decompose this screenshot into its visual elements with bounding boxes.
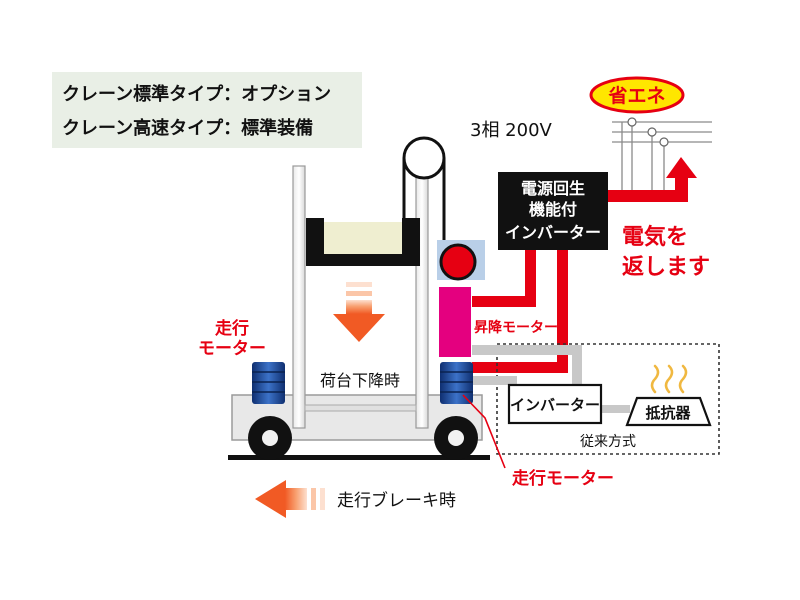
braking-arrow-shaft [285,488,307,510]
info-box-background [52,72,362,148]
lowering-label: 荷台下降時 [320,371,400,390]
heat-wave-3 [678,364,688,394]
crane: 荷台下降時 昇降モーター [228,136,558,460]
travel-motor-left [252,362,285,404]
conventional-system: インバーター 抵抗器 従来方式 [472,343,720,455]
conv-wire-drop [572,345,582,385]
heat-wave-2 [664,364,674,394]
regen-inverter-line1: 電源回生 [521,179,585,198]
eco-badge-oval [589,76,685,114]
regen-wire-to-hoist [472,296,536,307]
conv-wire-resistor [602,405,630,413]
heat-icon [650,364,688,394]
wheel-right [434,416,478,460]
conventional-dotted-frame [496,343,720,455]
conv-wire-top [472,345,582,355]
insulator-3 [659,137,669,147]
return-arrow [608,157,697,202]
travel-motor-right-label: 走行モーター [512,468,614,489]
power-lines [605,121,712,198]
lowering-arrow-stripe-2 [346,291,372,296]
wheel-left-hub [262,430,278,446]
braking-arrow-stripe-2 [320,488,325,510]
info-line-standard: クレーン標準タイプ：オプション [62,83,331,105]
crane-bottom-beam [304,404,417,412]
regen-inverter-line2: 機能付 [529,200,577,219]
hoist-motor-label: 昇降モーター [474,319,558,336]
lowering-arrow-stripe-1 [346,282,372,287]
return-arrow-horizontal [608,190,688,202]
insulator-2 [647,127,657,137]
heat-wave-1 [650,364,660,394]
info-line-highspeed: クレーン高速タイプ：標準装備 [62,117,313,139]
crane-mast-left [292,165,306,429]
return-arrow-shaft [675,175,688,202]
conventional-inverter-label: インバーター [510,396,600,414]
lowering-arrow-head [333,314,385,342]
braking-arrow-icon [255,480,325,518]
regen-wiring [472,250,568,373]
regen-wire-left-down [525,250,536,305]
info-box: クレーン標準タイプ：オプション クレーン高速タイプ：標準装備 [52,72,362,148]
regen-wire-right-down [557,250,568,372]
resistor-box [625,396,712,427]
braking-arrow-head [255,480,286,518]
return-arrow-head [666,157,697,178]
regen-inverter-body [498,172,608,250]
crane-mast-right [415,165,429,429]
pulley-wheel [402,136,446,180]
travel-motor-left-label-line2: モーター [198,339,266,359]
power-supply-label: 3相 200V [470,120,553,141]
travel-motor-right-body [440,362,473,404]
travel-motor-left-label-line1: 走行 [215,318,249,339]
regen-wire-to-travel [472,362,568,373]
conventional-caption: 従来方式 [580,434,636,450]
hoist-motor [439,287,471,357]
return-power-line2: 返します [622,255,710,280]
travel-motor-pointer-line [462,394,506,469]
braking-arrow-stripe-1 [311,488,316,510]
travel-motor-left-body [252,362,285,404]
regen-inverter-box: 電源回生 機能付 インバーター [498,172,608,250]
return-power-line1: 電気を [622,224,688,250]
resistor-label: 抵抗器 [645,404,691,422]
regen-inverter-line3: インバーター [505,223,601,242]
lowering-arrow-shaft [346,300,372,314]
travel-motor-right [440,362,473,404]
wheel-left [248,416,292,460]
insulator-1 [627,117,637,127]
wheel-right-hub [448,430,464,446]
lowering-arrow-icon [333,282,385,342]
ground-rail [228,455,490,460]
cargo-load [324,222,402,254]
conv-wire-travel [472,376,517,385]
eco-badge-label: 省エネ [607,85,665,107]
braking-label: 走行ブレーキ時 [337,490,456,511]
power-insulators [627,117,669,147]
eco-badge: 省エネ [589,76,685,114]
hoist-drum [439,243,477,281]
conventional-inverter-box [507,383,603,425]
